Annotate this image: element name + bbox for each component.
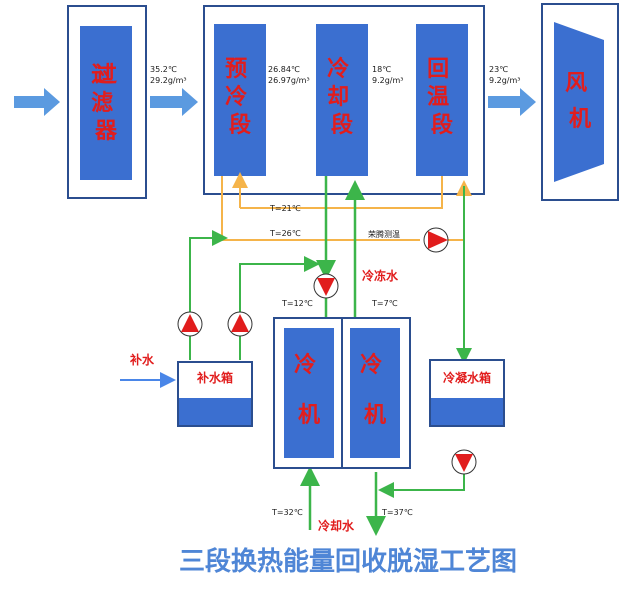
makeup-pump-right[interactable] [227,311,253,337]
condensate-tank-water [431,398,503,425]
chilled-water-lines [316,176,365,318]
makeup-side-label: 补水 [129,352,155,367]
precool-out-temp: 26.84℃ [268,65,300,74]
air-arrow-filter-precool [150,88,198,116]
cooling-out-humidity: 9.2g/m³ [372,76,404,85]
cooling-block [316,24,368,176]
makeup-tank-label: 补水箱 [196,370,233,385]
loop-pump-label: 荣腾测温 [368,229,400,239]
cooling-t-out: T=37℃ [381,508,413,517]
filter-label-text: 过 滤 器 [91,63,121,144]
makeup-tank-water [179,398,251,425]
condensate-tank-label: 冷凝水箱 [443,370,491,385]
precool-out-humidity: 26.97g/m³ [268,76,310,85]
chilled-t-return: T=7℃ [371,299,398,308]
chiller-right-label: 冷 机 [360,352,390,428]
cooling-water-label: 冷却水 [318,518,355,533]
inlet-humidity: 29.2g/m³ [150,76,187,85]
fan-shape [554,22,604,182]
air-inlet-arrow [14,88,60,116]
reheat-label: 回 温 段 [427,57,457,138]
inlet-temp: 35.2℃ [150,65,177,74]
precool-label: 预 冷 段 [225,57,255,138]
loop-pump[interactable] [423,227,449,253]
precool-block [214,24,266,176]
cooling-water-lines [300,466,386,536]
filter-block [80,26,132,180]
cooling-out-temp: 18℃ [372,65,391,74]
outlet-temp: 23℃ [489,65,508,74]
chiller-left-label: 冷 机 [294,352,324,428]
condensate-lines [378,186,472,498]
chilled-water-pump[interactable] [313,273,339,299]
air-arrow-reheat-fan [488,88,536,116]
chilled-t-supply: T=12℃ [281,299,313,308]
makeup-pump-left[interactable] [177,311,203,337]
diagram-title: 三段换热能量回收脱湿工艺图 [179,546,517,577]
reheat-block [416,24,468,176]
loop-t-lower: T=26℃ [269,229,301,238]
loop-t-upper: T=21℃ [269,204,301,213]
condensate-pump[interactable] [451,449,477,475]
fan-label: 风 机 [565,71,595,132]
chiller-right-block [350,328,400,458]
chiller-left-block [284,328,334,458]
chilled-water-label: 冷冻水 [362,268,399,283]
outlet-humidity: 9.2g/m³ [489,76,521,85]
cooling-t-in: T=32℃ [271,508,303,517]
cooling-label: 冷 却 段 [327,56,357,138]
filter-label: 过 [95,63,117,88]
